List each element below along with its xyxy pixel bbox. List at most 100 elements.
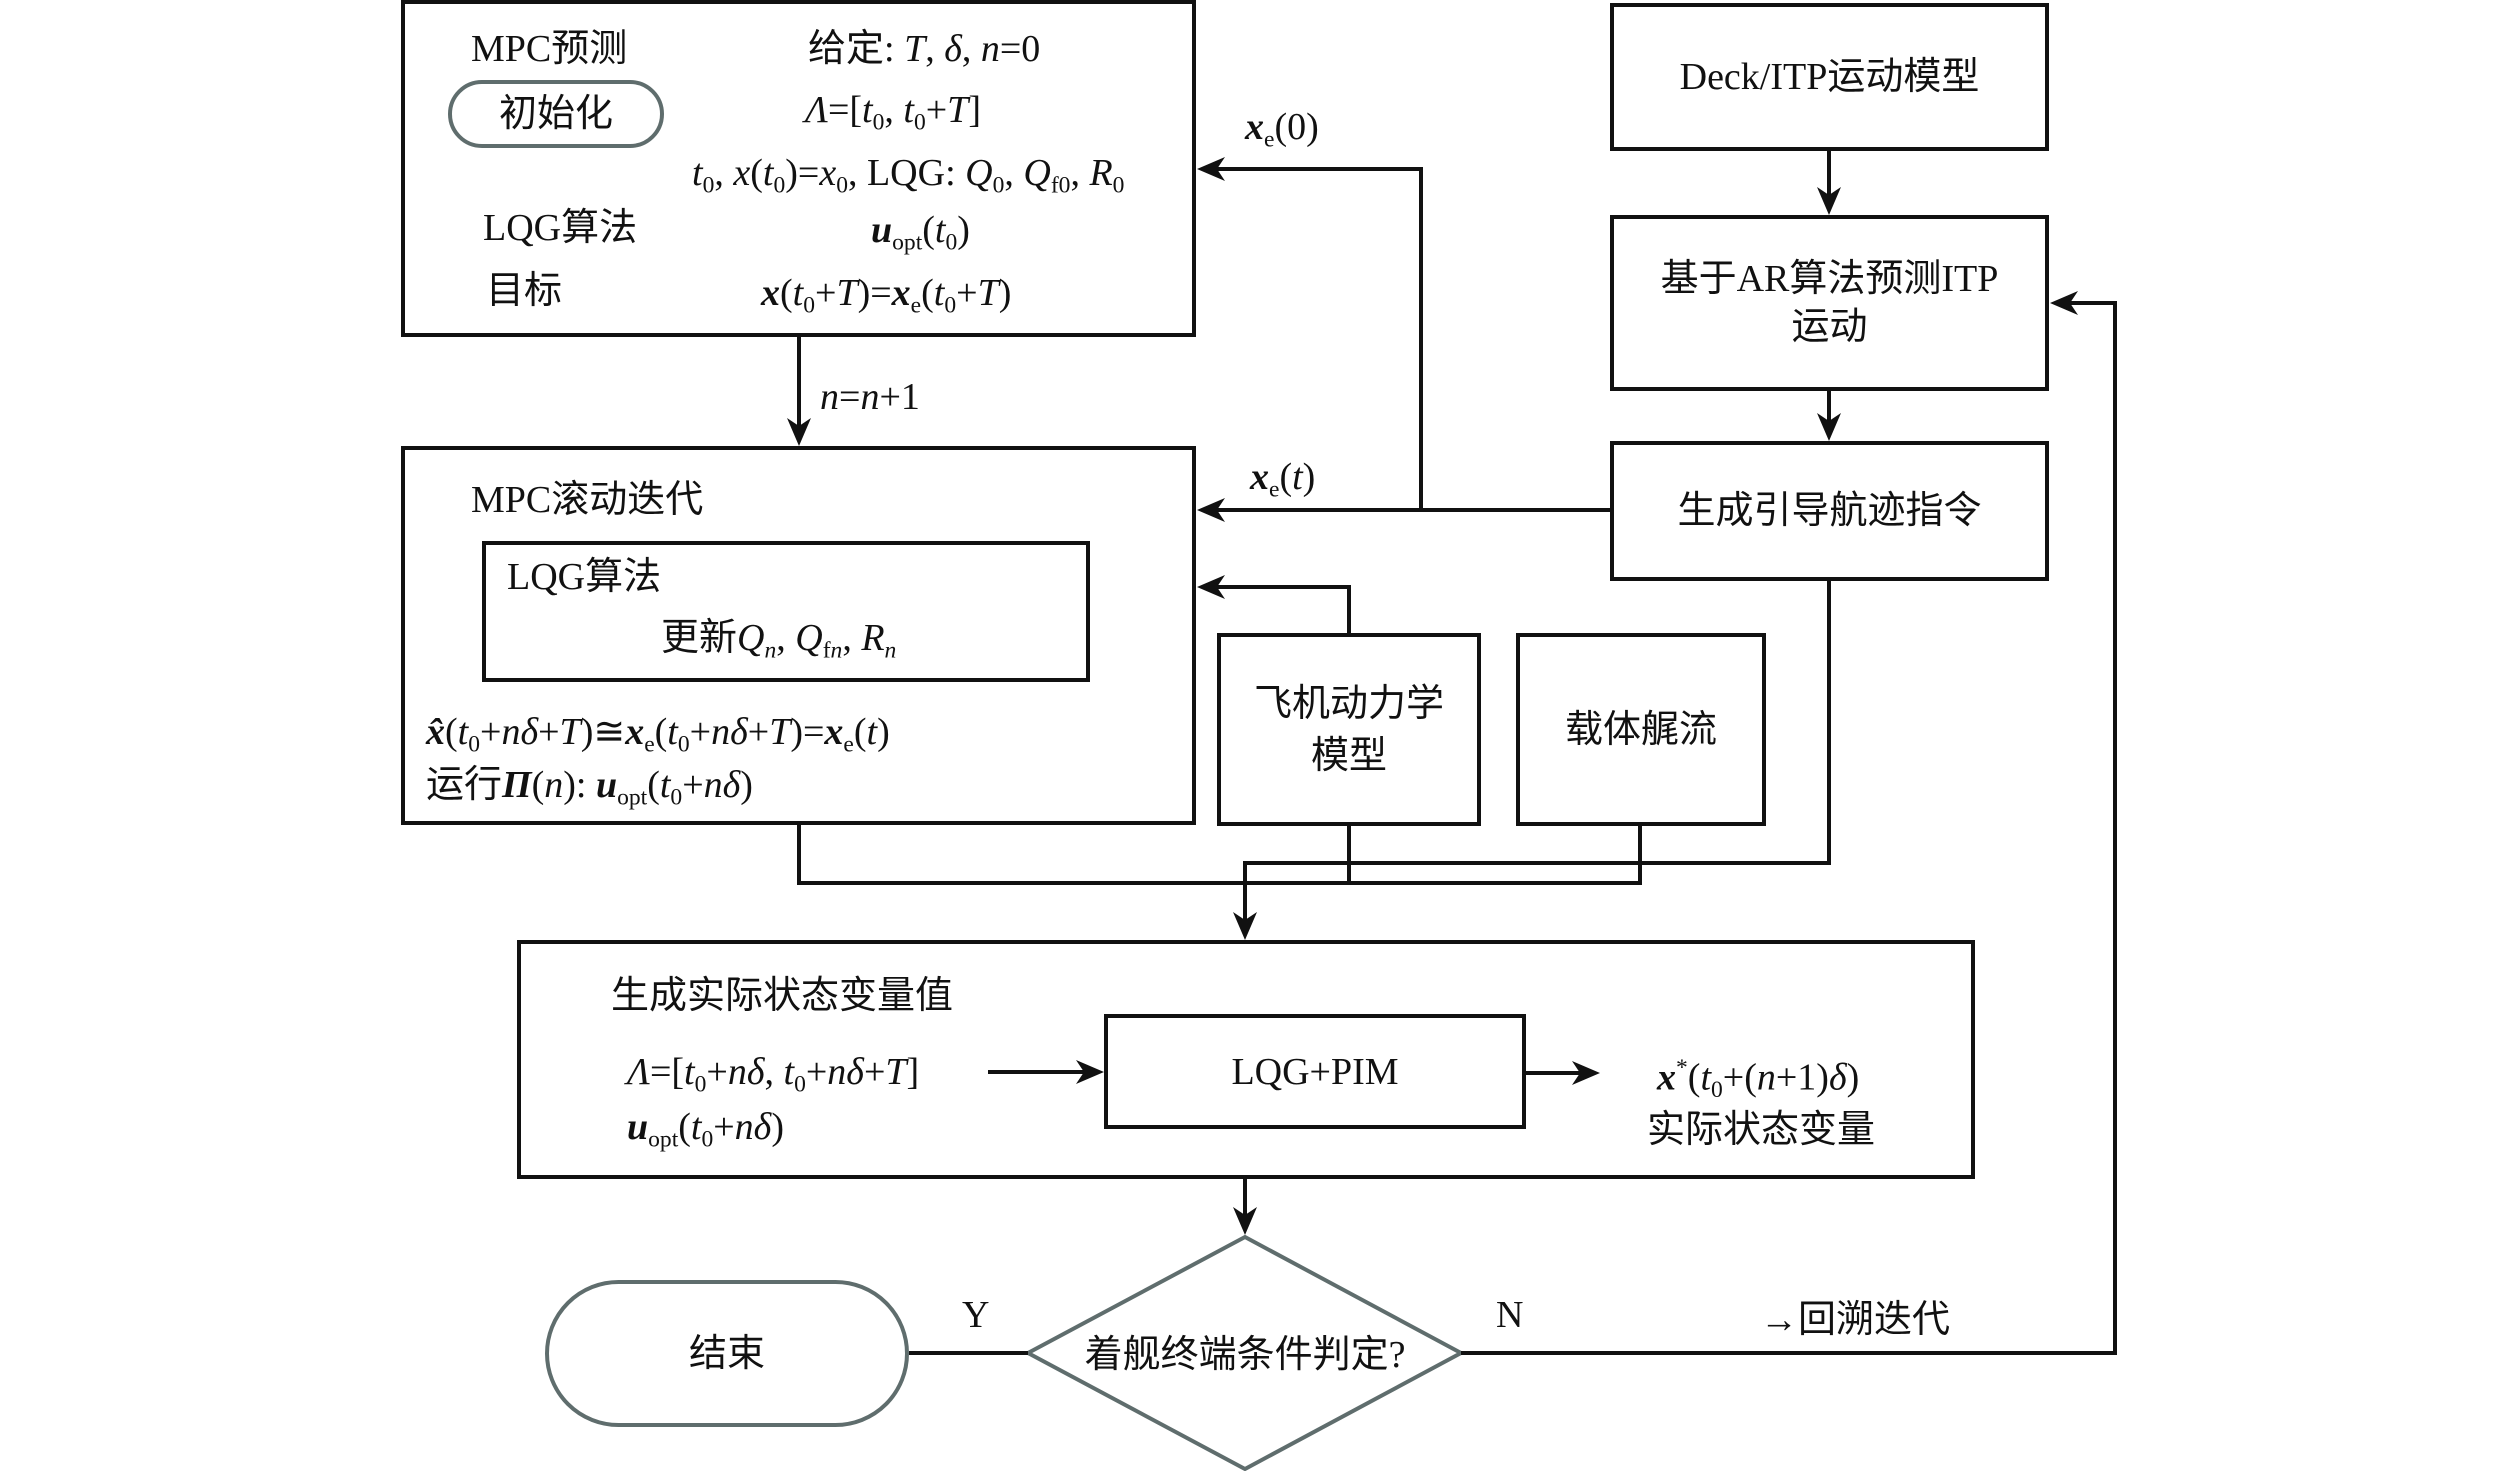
aircraft-dynamics-box: 飞机动力学 模型 (1217, 633, 1481, 826)
init-label: 初始化 (498, 93, 613, 135)
carrier-wake-label: 载体艉流 (1564, 708, 1717, 751)
formula-segment: =[ (827, 89, 863, 131)
formula-segment: 运行 (426, 764, 503, 806)
formula-segment: + (863, 1051, 886, 1093)
formula-segment: 0 (1711, 1077, 1723, 1104)
lqg-inner-box: LQG算法 更新Qn, Qfn, Rn (482, 541, 1090, 682)
formula-segment: , (961, 28, 981, 70)
formula-segment: T (947, 89, 969, 131)
formula-segment: t (903, 89, 914, 131)
formula-segment: =0 (999, 28, 1041, 70)
actual-state-title: 生成实际状态变量值 (611, 975, 954, 1017)
edge-label-xet: xe(t) (1250, 455, 1315, 512)
edge-rolling-bus (797, 825, 1642, 885)
formula-segment: nδ (501, 711, 539, 753)
formula-segment: 0 (913, 109, 926, 136)
formula-segment: ( (1279, 456, 1293, 498)
arrowhead-left-icon (1197, 157, 1225, 181)
formula-segment: , (1004, 152, 1024, 194)
formula-segment: u (871, 209, 893, 251)
actual-control-formula: uopt(t0+nδ) (627, 1105, 784, 1162)
formula-segment: t (783, 1051, 795, 1093)
formula-segment: x (1250, 456, 1269, 498)
actual-state-box: 生成实际状态变量值 Λ=[t0+nδ, t0+nδ+T] uopt(t0+nδ)… (517, 940, 1975, 1179)
formula-segment: nδ (827, 1051, 864, 1093)
formula-segment: x (819, 152, 837, 194)
formula-segment: 0 (773, 172, 786, 199)
formula-segment: + (538, 711, 560, 753)
formula-segment: , (842, 617, 862, 659)
formula-segment: t (684, 1051, 695, 1093)
formula-segment: n (544, 764, 564, 806)
arrowhead-right-icon (1572, 1061, 1600, 1085)
formula-segment: 0 (677, 731, 690, 758)
arrowhead-left-icon (1197, 498, 1225, 522)
state-estimate-formula: x̂(t0+nδ+T)≅xe(t0+nδ+T)=xe(t) (426, 710, 890, 767)
mpc-predict-title: MPC预测 (471, 28, 628, 70)
formula-segment: 0 (945, 229, 958, 256)
formula-segment: x (891, 272, 911, 314)
formula-segment: + (480, 711, 502, 753)
formula-segment: Q (965, 152, 993, 194)
formula-segment: +( (1722, 1056, 1757, 1099)
edge-label-xe0: xe(0) (1245, 105, 1319, 162)
run-policy-formula: 运行Π(n): uopt(t0+nδ) (426, 763, 753, 820)
formula-segment: 0 (944, 292, 957, 319)
formula-segment: , (1070, 152, 1090, 194)
formula-segment: ] (968, 89, 981, 131)
actual-output-label: 实际状态变量 (1647, 1109, 1876, 1151)
formula-segment: ( (445, 711, 458, 753)
formula-segment: e (644, 731, 655, 758)
guidance-command-label: 生成引导航迹指令 (1677, 490, 1982, 532)
formula-segment: , (714, 152, 734, 194)
guidance-command-box: 生成引导航迹指令 (1610, 441, 2049, 581)
formula-segment: Λ (627, 1051, 650, 1093)
formula-segment: n (860, 376, 880, 418)
target-label: 目标 (486, 270, 563, 312)
formula-segment: 0 (702, 172, 715, 199)
lqg-output-formula: uopt(t0) (871, 208, 970, 265)
carrier-wake-box: 载体艉流 (1516, 633, 1766, 826)
formula-segment: e (843, 731, 854, 758)
formula-segment: , LQG: (847, 152, 966, 194)
formula-segment: ( (647, 764, 660, 806)
formula-segment: 0 (468, 731, 480, 758)
formula-segment: 0 (836, 172, 848, 199)
formula-segment: ( (531, 764, 545, 806)
formula-segment: δ (944, 28, 962, 70)
formula-segment: t (1292, 456, 1303, 498)
formula-segment: nδ (711, 711, 748, 753)
formula-segment: n (764, 637, 777, 664)
formula-segment: t (690, 1106, 702, 1148)
formula-segment: ) (1302, 456, 1316, 498)
target-formula: x(t0+T)=xe(t0+T) (761, 271, 1011, 328)
formula-segment: = (839, 376, 861, 418)
formula-segment: t (457, 711, 469, 753)
formula-segment: ( (780, 272, 793, 314)
formula-segment: =[ (649, 1051, 685, 1093)
formula-segment: + (815, 272, 837, 314)
formula-segment: x (625, 711, 645, 753)
formula-segment: ( (750, 152, 763, 194)
formula-segment: x (1657, 1056, 1676, 1099)
lqg-pim-label: LQG+PIM (1231, 1050, 1399, 1093)
formula-segment: x (733, 152, 751, 194)
formula-segment: x (824, 711, 844, 753)
edge-aircraft-to-rolling (1214, 585, 1351, 633)
formula-segment: + (682, 764, 704, 806)
formula-segment: e (910, 292, 922, 319)
arrowhead-down-icon (1233, 1207, 1257, 1235)
arrowhead-left-icon (2050, 291, 2078, 315)
formula-segment: ) (740, 764, 753, 806)
formula-segment: e (1269, 476, 1280, 503)
deck-itp-model-label: Deck/ITP运动模型 (1679, 56, 1980, 98)
formula-segment: opt (617, 784, 648, 811)
end-terminal: 结束 (545, 1280, 909, 1427)
formula-segment: ( (654, 711, 668, 753)
lqg-pim-box: LQG+PIM (1104, 1014, 1526, 1129)
horizon-formula: Λ=[t0, t0+T] (805, 88, 981, 145)
formula-segment: T (885, 1051, 907, 1093)
formula-segment: x̂ (426, 711, 445, 753)
